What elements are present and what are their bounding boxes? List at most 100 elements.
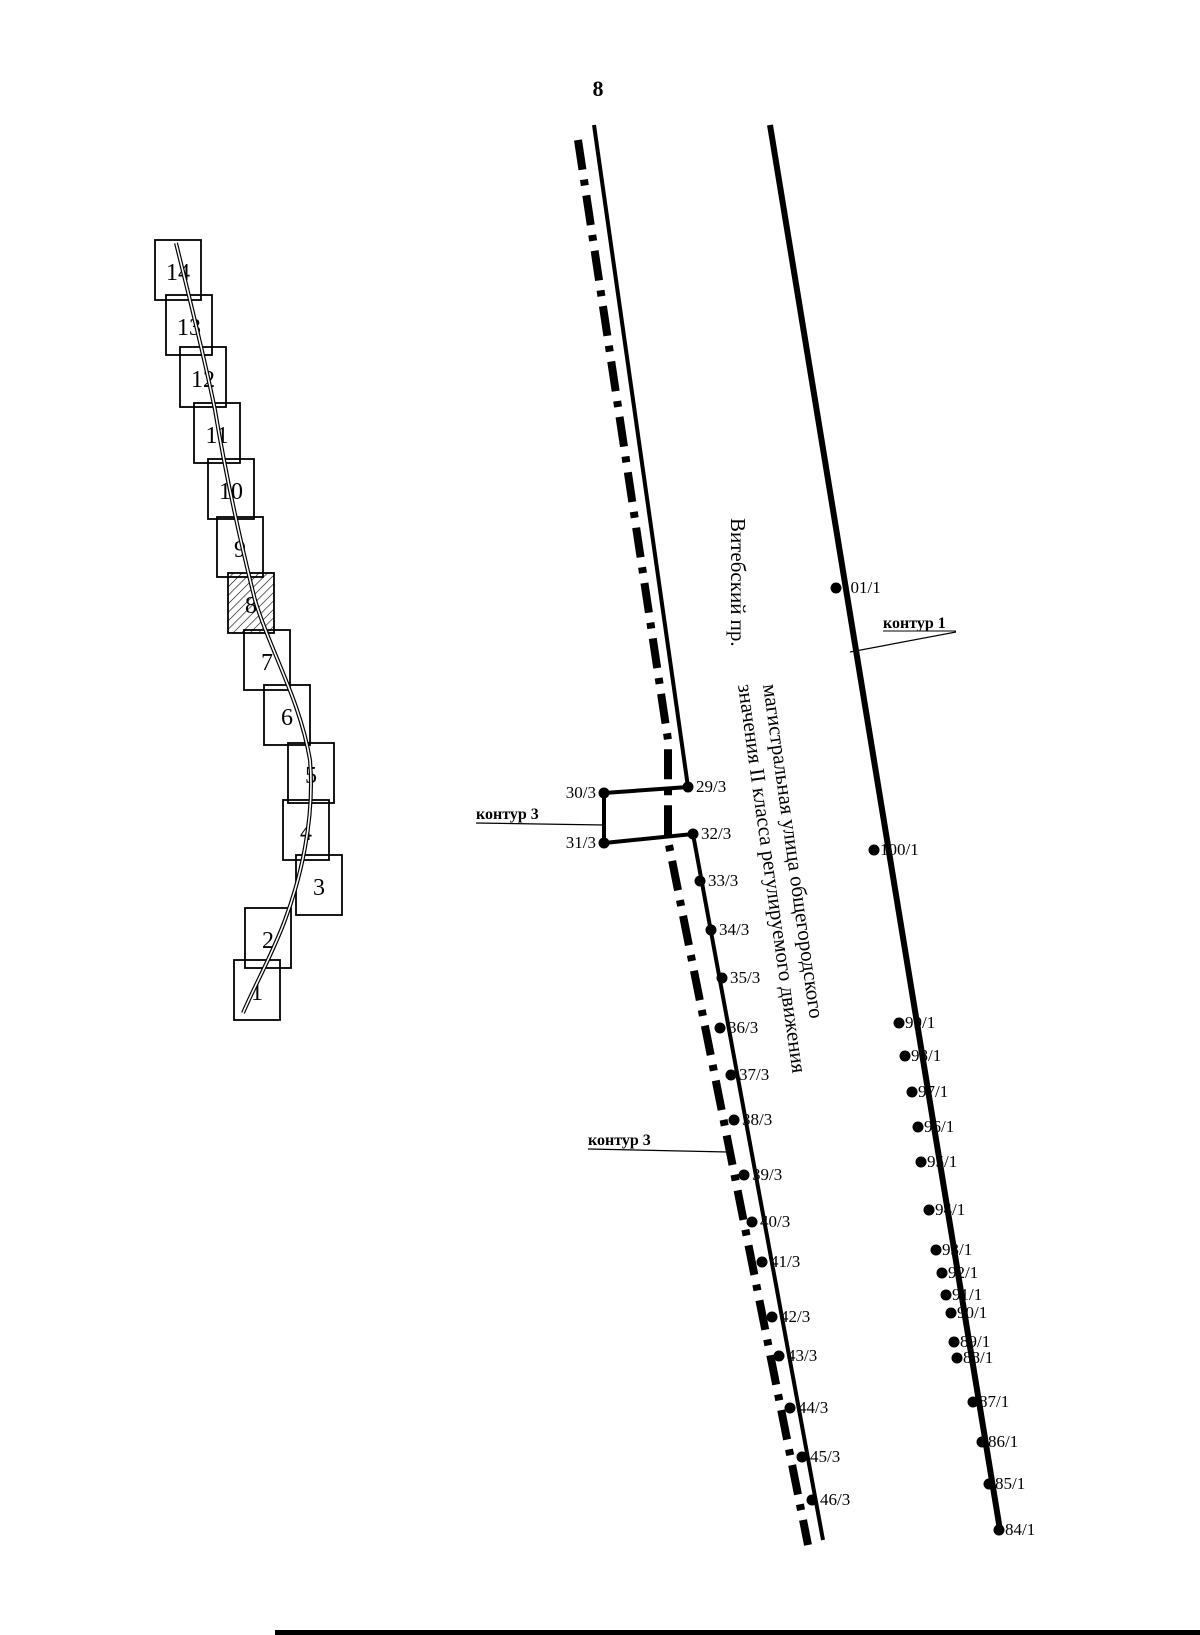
survey-point-label: 90/1	[957, 1303, 987, 1322]
survey-point-label: 42/3	[780, 1307, 810, 1326]
kontur3-upper-label: контур 3	[476, 806, 539, 823]
survey-point-31-3: 31/3	[566, 833, 610, 852]
survey-point-label: 101/1	[842, 578, 881, 597]
street-name: Витебский пр.	[726, 518, 750, 647]
survey-point-46-3: 46/3	[806, 1490, 850, 1509]
survey-point-label: 98/1	[911, 1046, 941, 1065]
index-tile-number: 6	[281, 705, 293, 731]
survey-point-marker	[687, 828, 699, 840]
survey-point-88-1: 88/1	[951, 1348, 993, 1367]
index-tile-frame	[216, 516, 264, 578]
survey-point-32-3: 32/3	[687, 824, 731, 843]
survey-point-40-3: 40/3	[746, 1212, 790, 1231]
survey-point-label: 38/3	[742, 1110, 772, 1129]
bottom-border	[275, 1630, 1200, 1635]
survey-point-marker	[773, 1350, 785, 1362]
index-tile-frame	[282, 799, 330, 861]
kontur3-upper-label-group: контур 3	[475, 806, 605, 826]
index-tile-frame	[227, 572, 275, 634]
survey-point-44-3: 44/3	[784, 1398, 828, 1417]
survey-point-30-3: 30/3	[566, 783, 610, 802]
index-tile-11: 11	[193, 402, 241, 464]
survey-point-marker	[716, 972, 728, 984]
survey-point-marker	[756, 1256, 768, 1268]
survey-point-marker	[930, 1244, 942, 1256]
kontur1-label-group: контур 1	[849, 615, 957, 653]
survey-point-101-1: 101/1	[830, 578, 881, 597]
survey-point-label: 91/1	[952, 1285, 982, 1304]
survey-point-35-3: 35/3	[716, 968, 760, 987]
survey-point-label: 88/1	[963, 1348, 993, 1367]
survey-point-marker	[915, 1156, 927, 1168]
index-tile-1: 1	[233, 959, 281, 1021]
survey-point-87-1: 87/1	[967, 1392, 1009, 1411]
survey-point-marker	[728, 1114, 740, 1126]
survey-point-92-1: 92/1	[936, 1263, 978, 1282]
survey-point-marker	[899, 1050, 911, 1062]
index-route-line-inner	[175, 242, 312, 1014]
survey-point-93-1: 93/1	[930, 1240, 972, 1259]
survey-point-45-3: 45/3	[796, 1447, 840, 1466]
survey-point-marker	[830, 582, 842, 594]
kontur1-label: контур 1	[883, 615, 946, 632]
index-tile-14: 14	[154, 239, 202, 301]
survey-point-label: 96/1	[924, 1117, 954, 1136]
survey-point-marker	[993, 1524, 1005, 1536]
survey-point-39-3: 39/3	[738, 1165, 782, 1184]
survey-point-label: 35/3	[730, 968, 760, 987]
survey-point-41-3: 41/3	[756, 1252, 800, 1271]
survey-point-86-1: 86/1	[976, 1432, 1018, 1451]
survey-point-marker	[766, 1311, 778, 1323]
survey-point-marker	[906, 1086, 918, 1098]
survey-point-label: 44/3	[798, 1398, 828, 1417]
page-number: 8	[593, 76, 604, 101]
survey-point-label: 45/3	[810, 1447, 840, 1466]
survey-point-marker	[725, 1069, 737, 1081]
survey-point-label: 97/1	[918, 1082, 948, 1101]
survey-point-85-1: 85/1	[983, 1474, 1025, 1493]
survey-point-marker	[983, 1478, 995, 1490]
index-tile-12: 12	[179, 346, 227, 408]
survey-point-33-3: 33/3	[694, 871, 738, 890]
survey-point-97-1: 97/1	[906, 1082, 948, 1101]
survey-point-marker	[948, 1336, 960, 1348]
survey-point-43-3: 43/3	[773, 1346, 817, 1365]
survey-point-100-1: 100/1	[868, 840, 919, 859]
survey-point-37-3: 37/3	[725, 1065, 769, 1084]
index-tile-number: 11	[205, 423, 228, 449]
survey-point-marker	[738, 1169, 750, 1181]
survey-point-marker	[923, 1204, 935, 1216]
contour3-line	[592, 124, 825, 1541]
survey-point-label: 30/3	[566, 783, 596, 802]
survey-point-label: 31/3	[566, 833, 596, 852]
survey-point-marker	[912, 1121, 924, 1133]
survey-point-95-1: 95/1	[915, 1152, 957, 1171]
survey-point-label: 41/3	[770, 1252, 800, 1271]
index-tile-2: 2	[244, 907, 292, 969]
survey-point-90-1: 90/1	[945, 1303, 987, 1322]
survey-point-42-3: 42/3	[766, 1307, 810, 1326]
survey-point-marker	[694, 875, 706, 887]
survey-point-84-1: 84/1	[993, 1520, 1035, 1539]
survey-point-marker	[784, 1402, 796, 1414]
survey-point-label: 33/3	[708, 871, 738, 890]
survey-point-label: 32/3	[701, 824, 731, 843]
survey-point-label: 34/3	[719, 920, 749, 939]
survey-point-96-1: 96/1	[912, 1117, 954, 1136]
survey-point-label: 93/1	[942, 1240, 972, 1259]
contour1-line	[767, 124, 1003, 1531]
survey-point-label: 94/1	[935, 1200, 965, 1219]
survey-point-label: 43/3	[787, 1346, 817, 1365]
survey-point-label: 84/1	[1005, 1520, 1035, 1539]
index-tile-frame	[244, 907, 292, 969]
survey-point-label: 89/1	[960, 1332, 990, 1351]
survey-point-91-1: 91/1	[940, 1285, 982, 1304]
survey-point-34-3: 34/3	[705, 920, 749, 939]
survey-point-marker	[714, 1022, 726, 1034]
survey-point-marker	[893, 1017, 905, 1029]
survey-point-99-1: 99/1	[893, 1013, 935, 1032]
survey-point-marker	[806, 1494, 818, 1506]
index-tile-frame	[154, 239, 202, 301]
